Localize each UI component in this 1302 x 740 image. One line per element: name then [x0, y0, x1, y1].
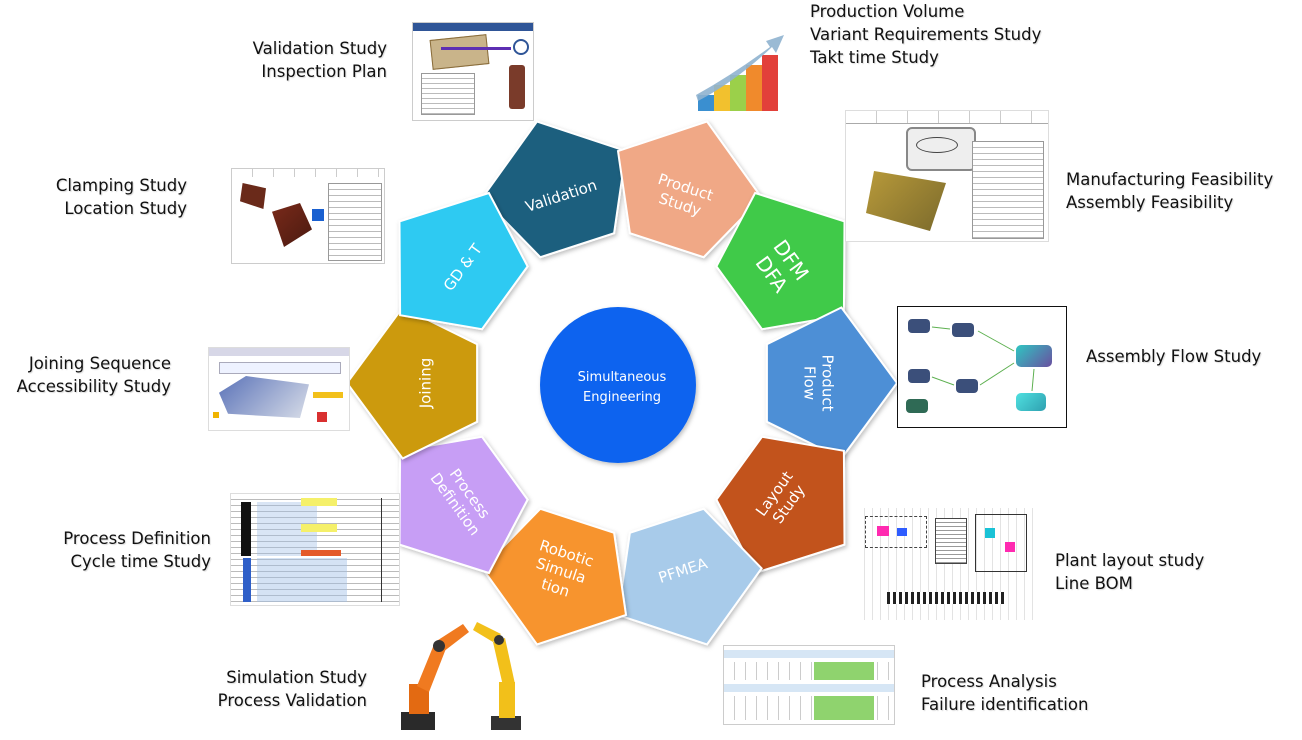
label-pfmea: Process Analysis Failure identification — [921, 670, 1088, 716]
label-line: Assembly Flow Study — [1086, 347, 1262, 366]
label-line: Takt time Study — [810, 48, 939, 67]
joining-station-image — [208, 347, 350, 431]
industrial-robots-image — [395, 612, 540, 734]
bar-growth-image — [692, 25, 796, 117]
segment-gd-t: GD & T — [398, 191, 529, 331]
center-title-line1: Simultaneous — [578, 370, 667, 385]
label-line: Process Definition — [63, 529, 211, 548]
label-process-def: Process Definition Cycle time Study — [63, 527, 211, 573]
process-sheet-image — [230, 493, 400, 606]
feasibility-sheet-image — [845, 110, 1049, 242]
segment-validation: Validation — [481, 120, 628, 259]
location-sheet-image — [231, 168, 385, 264]
label-layout: Plant layout study Line BOM — [1055, 549, 1204, 595]
label-line: Line BOM — [1055, 574, 1133, 593]
label-line: Joining Sequence — [28, 354, 171, 373]
segment-shape-product-flow — [765, 306, 899, 460]
label-line: Validation Study — [252, 39, 387, 58]
segment-shape-pfmea — [616, 507, 763, 646]
segment-shape-dfm-dfa — [715, 191, 846, 331]
center-title-line2: Engineering — [583, 390, 661, 405]
segment-shape-robotic-simulation — [481, 507, 628, 646]
label-line: Process Analysis — [921, 672, 1057, 691]
segment-label-joining: Joining — [416, 358, 434, 409]
label-robotic: Simulation Study Process Validation — [218, 666, 367, 712]
label-line: Failure identification — [921, 695, 1089, 714]
segment-shape-joining — [345, 306, 479, 460]
label-validation: Validation Study Inspection Plan — [253, 37, 387, 83]
label-line: Production Volume — [810, 2, 965, 21]
label-line: Manufacturing Feasibility — [1066, 170, 1274, 189]
label-line: Location Study — [64, 199, 187, 218]
segment-shape-product-study — [616, 120, 763, 259]
segment-pfmea: PFMEA — [616, 507, 763, 646]
label-line: Process Validation — [217, 691, 367, 710]
segment-joining: Joining — [345, 306, 479, 460]
label-line: Simulation Study — [226, 668, 367, 687]
segment-shape-gd-t — [398, 191, 529, 331]
label-line: Inspection Plan — [261, 62, 387, 81]
label-line: Variant Requirements Study — [810, 25, 1042, 44]
segment-label-product-flow: Flow — [801, 366, 819, 400]
validation-report-image — [412, 22, 534, 121]
pfmea-sheet-image — [723, 645, 895, 725]
label-product-study: Production Volume Variant Requirements S… — [810, 0, 1041, 69]
label-dfm-dfa: Manufacturing Feasibility Assembly Feasi… — [1066, 168, 1273, 214]
label-line: Accessibility Study — [16, 377, 171, 396]
segment-shape-layout-study — [715, 435, 846, 575]
label-line: Clamping Study — [55, 176, 187, 195]
label-line: Plant layout study — [1055, 551, 1205, 570]
center-circle — [540, 307, 696, 463]
assembly-flow-image — [897, 306, 1067, 428]
plant-layout-image — [857, 508, 1037, 620]
label-gdt: Clamping Study Location Study — [56, 174, 187, 220]
label-line: Assembly Feasibility — [1066, 193, 1234, 212]
label-product-flow: Assembly Flow Study — [1086, 345, 1261, 368]
label-joining: Joining Sequence Accessibility Study — [17, 352, 171, 398]
segment-label-product-flow: Product — [819, 355, 837, 412]
label-line: Cycle time Study — [70, 552, 212, 571]
